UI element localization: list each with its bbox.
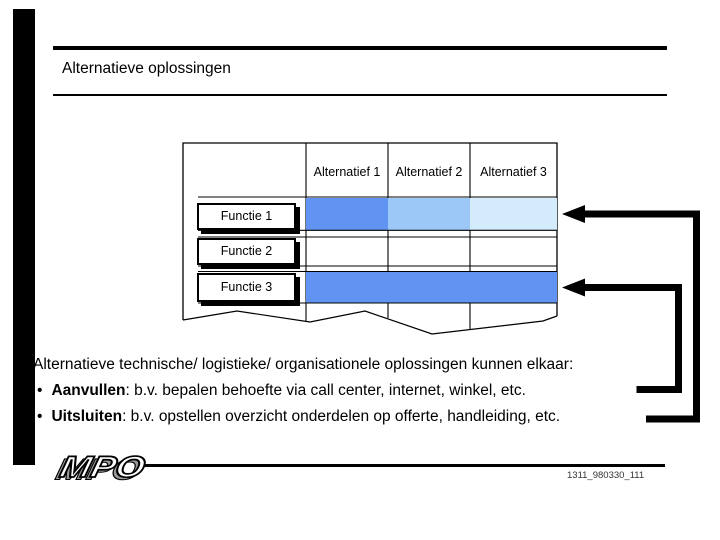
matrix-cell: [470, 272, 557, 303]
table-outline: [182, 142, 558, 320]
mpo-logo: MPO MPO: [52, 450, 150, 487]
page-title: Alternatieve oplossingen: [62, 60, 231, 77]
bullet-rest: : b.v. bepalen behoefte via call center,…: [125, 382, 526, 399]
torn-edge: [182, 310, 558, 335]
header-rule-thin: [53, 94, 667, 96]
bullet-term: Uitsluiten: [51, 408, 123, 425]
row-label-box-2: Functie 2: [197, 238, 296, 265]
matrix-cell: [388, 272, 470, 303]
bullet-icon: •: [37, 382, 43, 399]
matrix-cell: [306, 197, 388, 230]
matrix-cell: [388, 197, 470, 230]
row-label-box-3: Functie 3: [197, 272, 296, 302]
arrowhead-outer: [562, 205, 585, 223]
bullet-icon: •: [37, 408, 43, 425]
mpo-logo-text: MPO: [57, 450, 149, 484]
left-edge-bar: [13, 9, 35, 465]
arrow-inner: [583, 284, 682, 393]
bullet-item: • Uitsluiten: b.v. opstellen overzicht on…: [33, 404, 573, 430]
matrix-cell: [470, 197, 557, 230]
column-header-3: Alternatief 3: [480, 165, 547, 179]
row-lines: [198, 196, 557, 304]
matrix-cell: [306, 272, 388, 303]
column-header-2: Alternatief 2: [395, 165, 463, 179]
bullet-rest: : b.v. opstellen overzicht onderdelen op…: [122, 408, 561, 425]
header-rule-thick: [53, 46, 667, 50]
footer-rule: [145, 464, 665, 467]
doc-id: 1311_980330_111: [567, 470, 645, 481]
bullet-term: Aanvullen: [51, 382, 126, 399]
arrow-outer: [583, 210, 700, 423]
arrowhead-inner: [562, 278, 585, 297]
bullet-item: • Aanvullen: b.v. bepalen behoefte via ca…: [33, 378, 573, 404]
mpo-logo-shadow: MPO: [53, 453, 145, 487]
body-text: Alternatieve technische/ logistieke/ org…: [33, 352, 573, 430]
intro-line: Alternatieve technische/ logistieke/ org…: [33, 356, 574, 373]
column-header-1: Alternatief 1: [313, 165, 381, 179]
row-label-box-1: Functie 1: [197, 202, 296, 230]
